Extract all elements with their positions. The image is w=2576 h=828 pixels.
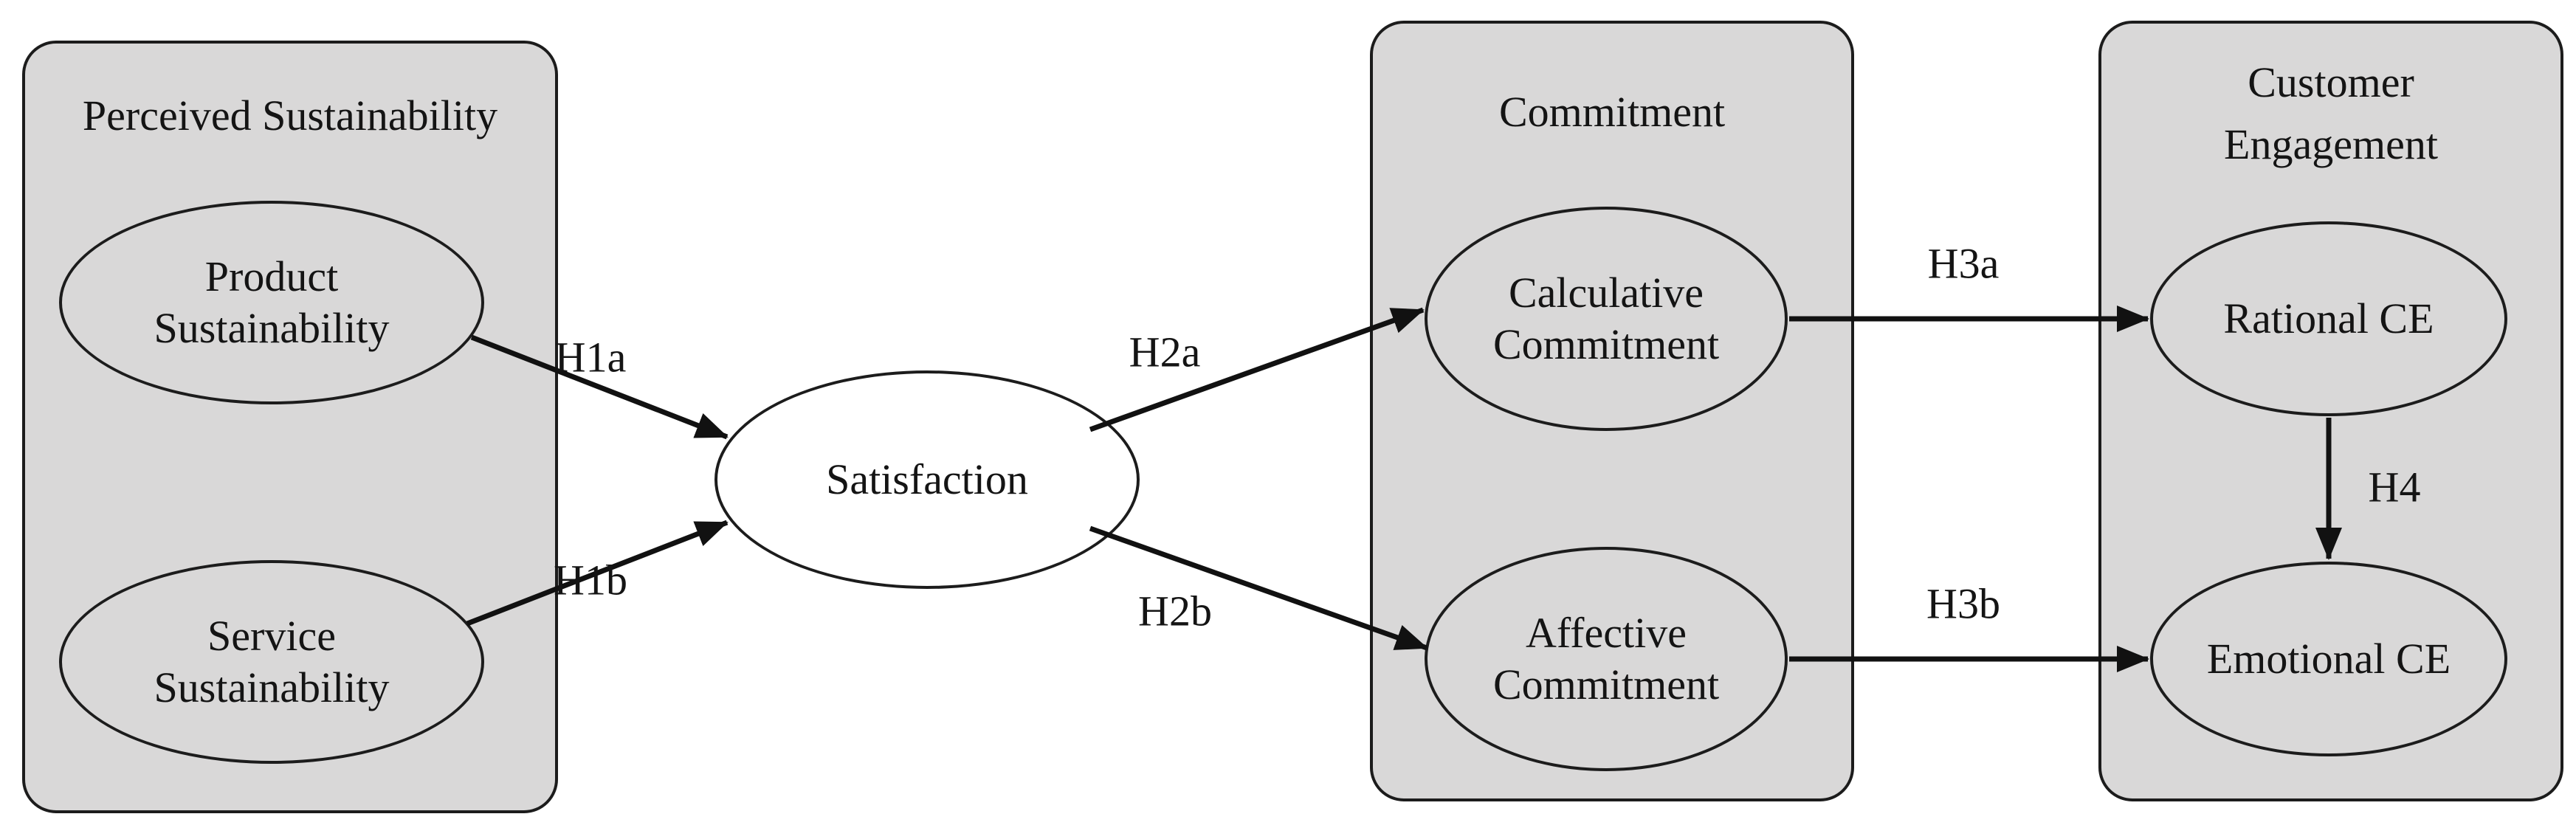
node-satisfaction-label: Satisfaction xyxy=(826,455,1028,504)
node-rational-ce-label: Rational CE xyxy=(2223,294,2434,343)
group-title-perceived-sustainability: Perceived Sustainability xyxy=(82,92,498,139)
hypothesis-label-h2b: H2b xyxy=(1138,587,1212,635)
hypothesis-label-h1a: H1a xyxy=(554,333,627,382)
node-rational-ce: Rational CE xyxy=(2150,221,2507,416)
node-calculative-commitment-line1: Calculative xyxy=(1508,269,1704,317)
node-affective-commitment: Affective Commitment xyxy=(1425,547,1788,771)
node-product-sustainability: Product Sustainability xyxy=(59,201,484,404)
node-affective-commitment-line2: Commitment xyxy=(1492,660,1720,708)
hypothesis-label-h3b: H3b xyxy=(1926,579,2000,628)
hypothesis-label-h1b: H1b xyxy=(554,556,627,604)
node-product-sustainability-line1: Product xyxy=(204,252,339,301)
hypothesis-label-h3a: H3a xyxy=(1927,239,2000,288)
hypothesis-label-h4: H4 xyxy=(2368,463,2421,511)
node-service-sustainability-line2: Sustainability xyxy=(154,663,390,711)
group-title-customer-engagement-line1: Customer xyxy=(2248,58,2414,106)
group-title-customer-engagement-line2: Engagement xyxy=(2224,120,2438,169)
node-emotional-ce-label: Emotional CE xyxy=(2206,635,2451,683)
node-service-sustainability-line1: Service xyxy=(207,612,336,660)
hypothesis-label-h2a: H2a xyxy=(1129,328,1201,376)
node-product-sustainability-line2: Sustainability xyxy=(154,304,390,352)
node-calculative-commitment: Calculative Commitment xyxy=(1425,207,1788,431)
node-emotional-ce: Emotional CE xyxy=(2150,562,2507,756)
node-calculative-commitment-line2: Commitment xyxy=(1492,320,1720,368)
node-satisfaction: Satisfaction xyxy=(714,370,1140,589)
node-service-sustainability: Service Sustainability xyxy=(59,560,484,764)
node-affective-commitment-line1: Affective xyxy=(1526,609,1687,658)
group-title-commitment: Commitment xyxy=(1498,88,1726,136)
